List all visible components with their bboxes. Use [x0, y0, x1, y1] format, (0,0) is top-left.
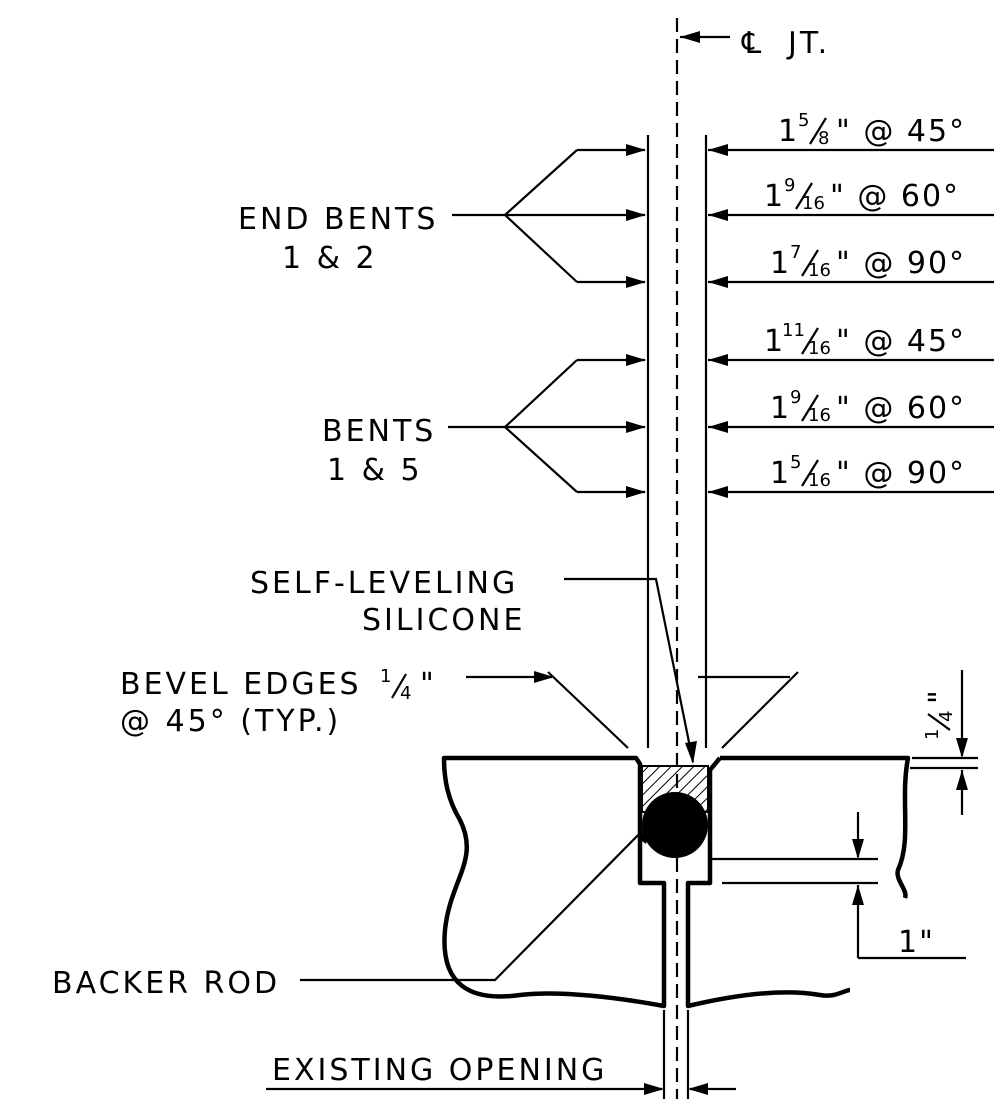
end-bents-leader	[452, 144, 646, 288]
right-deck-slab	[685, 756, 851, 1009]
left-deck-slab	[441, 755, 667, 1009]
bents-label-line2: 1 & 5	[327, 453, 423, 488]
svg-text:": "	[420, 667, 436, 702]
dimension-3: 1 7 16 " @ 90°	[770, 242, 966, 281]
existing-opening-dimension	[266, 1010, 736, 1099]
backer-rod-leader	[300, 822, 651, 982]
silicone-label-line1: SELF-LEVELING	[250, 566, 518, 601]
svg-text:1: 1	[380, 666, 391, 687]
svg-text:9: 9	[784, 175, 795, 196]
svg-text:4: 4	[400, 683, 411, 704]
centerline-arrowhead	[680, 31, 700, 43]
svg-text:1: 1	[770, 246, 789, 281]
svg-text:": "	[923, 688, 958, 704]
svg-text:7: 7	[790, 242, 801, 263]
dimension-2: 1 9 16 " @ 60°	[764, 175, 960, 214]
bents-leader	[448, 354, 646, 498]
backer-rod-label: BACKER ROD	[52, 966, 280, 1001]
left-bevel-extension	[547, 671, 629, 749]
svg-text:16: 16	[808, 405, 831, 426]
existing-opening-label: EXISTING OPENING	[272, 1053, 607, 1088]
svg-text:1: 1	[770, 456, 789, 491]
svg-text:" @ 90°: " @ 90°	[836, 456, 966, 491]
dimension-1: 1 5 8 " @ 45°	[778, 110, 966, 149]
bevel-fraction: 1 4 "	[380, 666, 436, 704]
svg-text:1: 1	[778, 114, 797, 149]
right-bevel-extension	[721, 671, 799, 749]
svg-text:11: 11	[782, 320, 805, 341]
right-deck-top	[720, 755, 911, 899]
silicone-leader	[564, 577, 695, 763]
svg-text:16: 16	[808, 470, 831, 491]
one-inch-dimension	[708, 812, 966, 960]
svg-text:1: 1	[770, 391, 789, 426]
bevel-label-line1: BEVEL EDGES	[120, 667, 362, 702]
bents-label-line1: BENTS	[322, 414, 436, 449]
dimension-5: 1 9 16 " @ 60°	[770, 387, 966, 426]
bevel-arrowhead	[534, 671, 554, 683]
dimension-6: 1 5 16 " @ 90°	[770, 452, 966, 491]
svg-text:" @ 60°: " @ 60°	[836, 391, 966, 426]
svg-text:5: 5	[790, 452, 801, 473]
dimension-4: 1 11 16 " @ 45°	[764, 320, 966, 359]
svg-text:1: 1	[922, 729, 943, 740]
svg-text:" @ 60°: " @ 60°	[830, 179, 960, 214]
svg-text:16: 16	[802, 193, 825, 214]
svg-text:1: 1	[764, 179, 783, 214]
dimension-arrows	[708, 144, 994, 498]
svg-text:16: 16	[808, 338, 831, 359]
one-inch-label: 1"	[898, 925, 935, 960]
end-bents-label-line2: 1 & 2	[282, 241, 378, 276]
svg-text:" @ 45°: " @ 45°	[836, 114, 966, 149]
svg-text:8: 8	[818, 128, 829, 149]
bevel-label-line2: @ 45° (TYP.)	[120, 704, 341, 739]
svg-text:1: 1	[764, 324, 783, 359]
backer-rod-arrowhead	[638, 821, 652, 844]
centerline-symbol: ℄	[741, 26, 764, 61]
svg-text:4: 4	[936, 711, 957, 722]
backer-rod	[642, 792, 708, 858]
svg-text:5: 5	[798, 110, 809, 131]
svg-text:" @ 90°: " @ 90°	[836, 246, 966, 281]
silicone-label-line2: SILICONE	[362, 603, 525, 638]
svg-text:16: 16	[808, 260, 831, 281]
svg-text:9: 9	[790, 387, 801, 408]
centerline-label: JT.	[786, 26, 830, 61]
quarter-inch-dimension: 1 4 "	[910, 670, 978, 815]
svg-text:" @ 45°: " @ 45°	[836, 324, 966, 359]
silicone-arrowhead	[685, 741, 697, 764]
end-bents-label-line1: END BENTS	[238, 202, 438, 237]
